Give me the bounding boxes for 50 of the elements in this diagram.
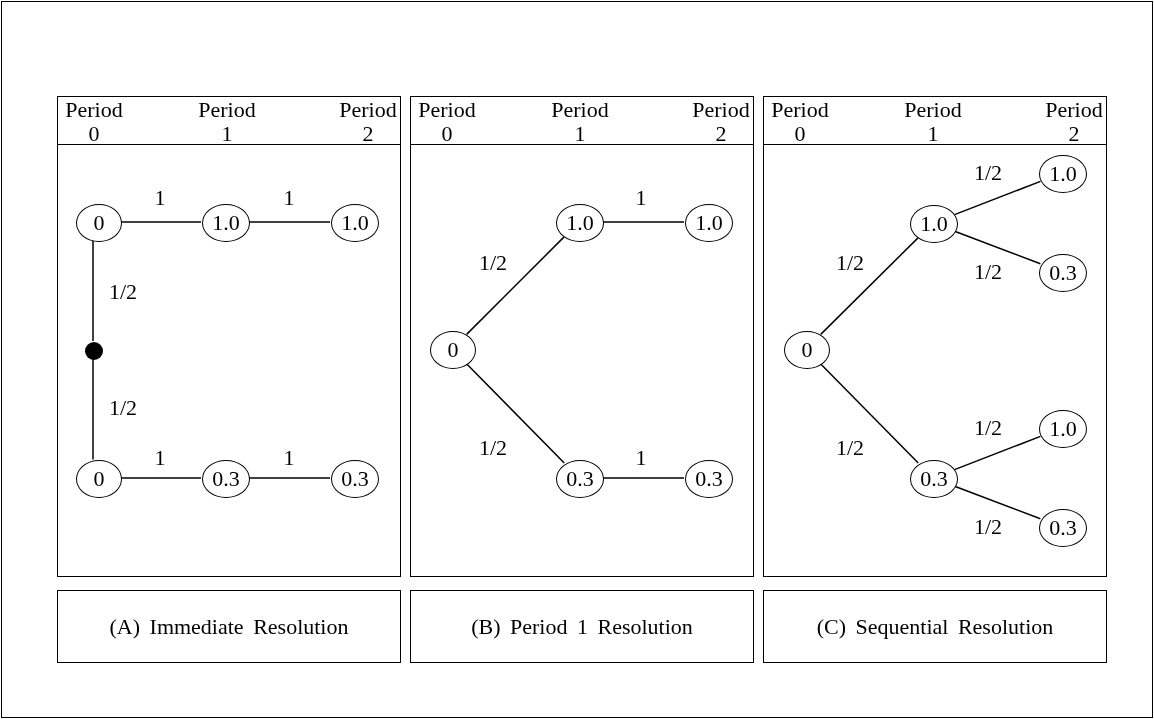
chance-node-dot [85, 342, 103, 360]
outcome-ellipse: 0.3 [556, 460, 604, 498]
outcome-ellipse: 0.3 [202, 460, 250, 498]
branch-line [602, 221, 685, 223]
branch-line [819, 363, 919, 464]
period-label: Period 0 [64, 98, 124, 146]
branch-line [465, 236, 565, 336]
outcome-ellipse: 0 [76, 204, 122, 242]
outcome-ellipse: 1.0 [202, 204, 250, 242]
outcome-ellipse: 0.3 [1039, 254, 1087, 292]
outcome-ellipse: 1.0 [685, 204, 733, 242]
outcome-ellipse: 0.3 [1039, 509, 1087, 547]
outcome-ellipse: 0 [76, 460, 122, 498]
period-label: Period 1 [903, 98, 963, 146]
outcome-ellipse: 1.0 [556, 204, 604, 242]
outcome-ellipse: 0.3 [910, 460, 958, 498]
outcome-ellipse: 1.0 [331, 204, 379, 242]
outcome-ellipse: 0 [784, 331, 830, 369]
outcome-ellipse: 1.0 [1039, 155, 1087, 193]
period-label: Period 1 [550, 98, 610, 146]
period-header [410, 96, 754, 145]
branch-line [92, 358, 94, 461]
period-label: Period 2 [338, 98, 398, 146]
period-label: Period 0 [770, 98, 830, 146]
period-label: Period 0 [417, 98, 477, 146]
outcome-ellipse: 1.0 [910, 205, 958, 243]
panel-caption: (C) Sequential Resolution [763, 590, 1107, 663]
outcome-ellipse: 0.3 [685, 460, 733, 498]
period-header [763, 96, 1107, 145]
branch-line [92, 239, 94, 342]
outcome-ellipse: 0.3 [331, 460, 379, 498]
branch-line [953, 435, 1042, 471]
branch-line [953, 485, 1042, 520]
period-label: Period 2 [1044, 98, 1104, 146]
panel-caption: (B) Period 1 Resolution [410, 590, 754, 663]
branch-line [248, 477, 331, 479]
branch-line [120, 221, 202, 223]
period-label: Period 1 [197, 98, 257, 146]
panel-caption: (A) Immediate Resolution [57, 590, 401, 663]
branch-line [819, 237, 919, 336]
branch-line [120, 477, 202, 479]
branch-line [248, 221, 331, 223]
period-label: Period 2 [691, 98, 751, 146]
branch-line [465, 363, 565, 464]
branch-line [953, 230, 1042, 265]
branch-line [953, 180, 1042, 216]
period-header [57, 96, 401, 145]
branch-line [602, 477, 685, 479]
outcome-ellipse: 1.0 [1039, 410, 1087, 448]
outcome-ellipse: 0 [430, 331, 476, 369]
